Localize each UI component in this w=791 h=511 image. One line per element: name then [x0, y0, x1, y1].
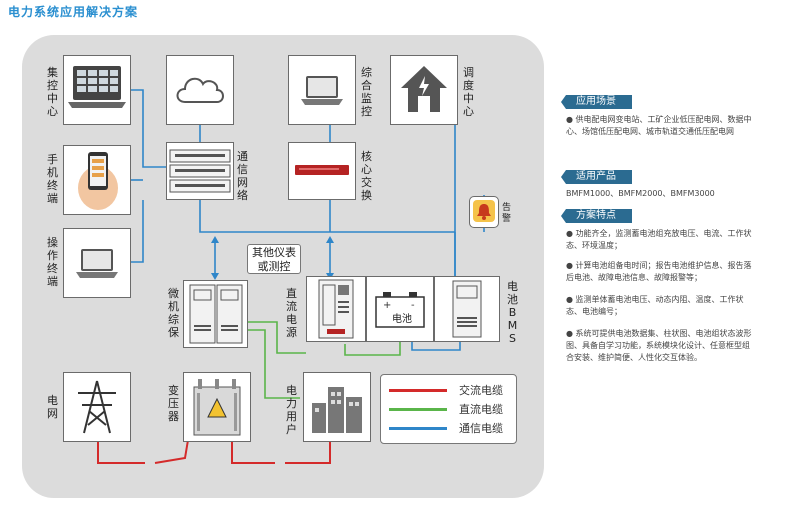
dispatch-label: 调度中心 [463, 66, 474, 118]
power-user-label: 电力用户 [286, 384, 297, 436]
operator-label: 操作终端 [47, 236, 58, 288]
grid-box [63, 372, 131, 442]
micro-protect-box [183, 280, 248, 348]
bms-label: 电池BMS [507, 280, 518, 345]
legend-dc-label: 直流电缆 [459, 403, 503, 416]
svg-text:-: - [411, 300, 415, 311]
feature-2: ● 计算电池组备电时间；报告电池维护信息、报告落后电池、故障电池信息、故障报警等… [566, 261, 752, 282]
laptop-icon [301, 76, 343, 105]
dc-power-box [306, 276, 366, 342]
legend-comm-label: 通信电缆 [459, 422, 503, 435]
comm-network-box [166, 142, 234, 200]
svg-text:+: + [383, 300, 391, 311]
core-switch-label: 核心交换 [361, 150, 372, 202]
switch-icon [295, 165, 349, 175]
mobile-box [63, 145, 131, 215]
bell-icon [473, 200, 495, 222]
cabinet-icon [189, 284, 243, 344]
legend-ac-line [389, 389, 447, 392]
alarm-box [469, 196, 499, 228]
laptop-icon [76, 249, 118, 278]
scene-text: ● 供电配电网变电站、工矿企业低压配电网、数据中心、场馆低压配电网、城市轨道交通… [566, 115, 752, 136]
transformer-box [183, 372, 251, 442]
dc-power-label: 直流电源 [286, 287, 297, 339]
monitor-label: 综合监控 [361, 66, 372, 118]
laptop-icon [68, 66, 126, 108]
product-tag: 适用产品 [561, 170, 632, 184]
other-meters-label: 其他仪表或测控 [247, 244, 301, 274]
scene-tag: 应用场景 [561, 95, 632, 109]
grid-label: 电网 [47, 394, 58, 420]
monitor-box [288, 55, 356, 125]
buildings-icon [312, 387, 362, 433]
battery-text: 电池 [392, 314, 412, 325]
power-user-box [303, 372, 371, 442]
legend-comm-line [389, 427, 447, 430]
mobile-label: 手机终端 [47, 153, 58, 205]
legend: 交流电缆 直流电缆 通信电缆 [380, 374, 517, 444]
product-text: BMFM1000、BMFM2000、BMFM3000 [566, 189, 715, 198]
bms-box [434, 276, 500, 342]
power-cabinet-icon [318, 279, 354, 339]
micro-protect-label: 微机综保 [168, 287, 179, 339]
feature-1: ● 功能齐全，监测蓄电池组充放电压、电流、工作状态、环境温度； [566, 229, 752, 250]
cloud-icon [176, 77, 224, 103]
home-icon [401, 66, 447, 112]
phone-icon [78, 152, 118, 210]
control-center-box [63, 55, 131, 125]
transformer-icon [193, 379, 241, 436]
page-title: 电力系统应用解决方案 [8, 5, 139, 19]
feature-tag: 方案特点 [561, 209, 632, 223]
transformer-label: 变压器 [168, 384, 179, 423]
dispatch-box [390, 55, 458, 125]
comm-network-label: 通信网络 [237, 150, 248, 202]
feature-4: ● 系统可提供电池数据集、柱状图、电池组状态波形图、具备自学习功能，系统模块化设… [566, 329, 752, 362]
core-switch-box [288, 142, 356, 200]
alarm-label: 告警 [501, 203, 511, 224]
operator-box [63, 228, 131, 298]
cloud-box [166, 55, 234, 125]
feature-3: ● 监测单体蓄电池电压、动态内阻、温度、工作状态、电池编号； [566, 295, 744, 316]
switch-rack-icon [169, 149, 231, 193]
control-center-label: 集控中心 [47, 66, 58, 118]
tower-icon [78, 380, 116, 434]
battery-icon: + - [375, 292, 425, 328]
legend-ac-label: 交流电缆 [459, 384, 503, 397]
legend-dc-line [389, 408, 447, 411]
battery-box: + - [366, 276, 434, 342]
bms-cabinet-icon [452, 280, 482, 338]
